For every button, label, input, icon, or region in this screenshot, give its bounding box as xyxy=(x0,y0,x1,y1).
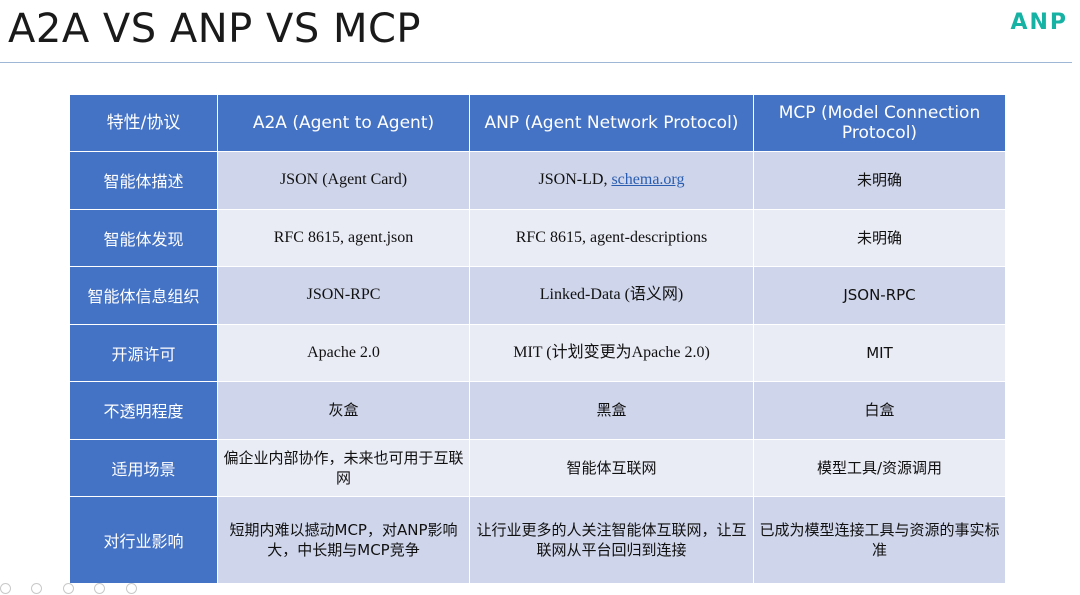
schema-org-link[interactable]: schema.org xyxy=(611,171,685,189)
cell-a2a: Apache 2.0 xyxy=(217,323,470,382)
cell-mcp: 模型工具/资源调用 xyxy=(753,438,1006,497)
cell-a2a: 短期内难以撼动MCP，对ANP影响大，中长期与MCP竞争 xyxy=(217,496,470,584)
title-divider xyxy=(0,62,1072,63)
cell-anp: JSON-LD, schema.org xyxy=(469,151,754,210)
cell-anp: Linked-Data (语义网) xyxy=(469,266,754,325)
table-row: 适用场景 偏企业内部协作，未来也可用于互联网 智能体互联网 模型工具/资源调用 xyxy=(69,438,1006,497)
cell-anp: MIT (计划变更为Apache 2.0) xyxy=(469,323,754,382)
cell-mcp: JSON-RPC xyxy=(753,266,1006,325)
cell-anp: 智能体互联网 xyxy=(469,438,754,497)
cell-mcp: 已成为模型连接工具与资源的事实标准 xyxy=(753,496,1006,584)
row-feature: 开源许可 xyxy=(69,323,218,382)
cell-anp-text: JSON-LD, xyxy=(538,171,612,189)
anp-logo: ANP xyxy=(1010,10,1068,35)
header-feature: 特性/协议 xyxy=(69,94,218,152)
table-row: 智能体信息组织 JSON-RPC Linked-Data (语义网) JSON-… xyxy=(69,266,1006,325)
cell-a2a: JSON (Agent Card) xyxy=(217,151,470,210)
cell-mcp: 未明确 xyxy=(753,208,1006,267)
cell-a2a: 灰盒 xyxy=(217,381,470,440)
cell-mcp: 未明确 xyxy=(753,151,1006,210)
comparison-table: 特性/协议 A2A (Agent to Agent) ANP (Agent Ne… xyxy=(69,94,1006,584)
row-feature: 不透明程度 xyxy=(69,381,218,440)
row-feature: 智能体信息组织 xyxy=(69,266,218,325)
header-anp: ANP (Agent Network Protocol) xyxy=(469,94,754,152)
table-row: 不透明程度 灰盒 黑盒 白盒 xyxy=(69,381,1006,440)
table-header-row: 特性/协议 A2A (Agent to Agent) ANP (Agent Ne… xyxy=(69,94,1006,152)
table-row: 开源许可 Apache 2.0 MIT (计划变更为Apache 2.0) MI… xyxy=(69,323,1006,382)
cell-a2a: JSON-RPC xyxy=(217,266,470,325)
table-row: 智能体描述 JSON (Agent Card) JSON-LD, schema.… xyxy=(69,151,1006,210)
slide-title: A2A VS ANP VS MCP xyxy=(8,6,422,52)
cell-a2a: RFC 8615, agent.json xyxy=(217,208,470,267)
table-row: 智能体发现 RFC 8615, agent.json RFC 8615, age… xyxy=(69,208,1006,267)
cell-anp: 让行业更多的人关注智能体互联网，让互联网从平台回归到连接 xyxy=(469,496,754,584)
row-feature: 适用场景 xyxy=(69,438,218,497)
cell-a2a: 偏企业内部协作，未来也可用于互联网 xyxy=(217,438,470,497)
table-row: 对行业影响 短期内难以撼动MCP，对ANP影响大，中长期与MCP竞争 让行业更多… xyxy=(69,496,1006,584)
header-a2a: A2A (Agent to Agent) xyxy=(217,94,470,152)
cell-mcp: MIT xyxy=(753,323,1006,382)
slide-nav-controls xyxy=(0,577,170,594)
row-feature: 智能体描述 xyxy=(69,151,218,210)
row-feature: 智能体发现 xyxy=(69,208,218,267)
row-feature: 对行业影响 xyxy=(69,496,218,584)
cell-anp: RFC 8615, agent-descriptions xyxy=(469,208,754,267)
cell-anp: 黑盒 xyxy=(469,381,754,440)
cell-mcp: 白盒 xyxy=(753,381,1006,440)
header-mcp: MCP (Model Connection Protocol) xyxy=(753,94,1006,152)
